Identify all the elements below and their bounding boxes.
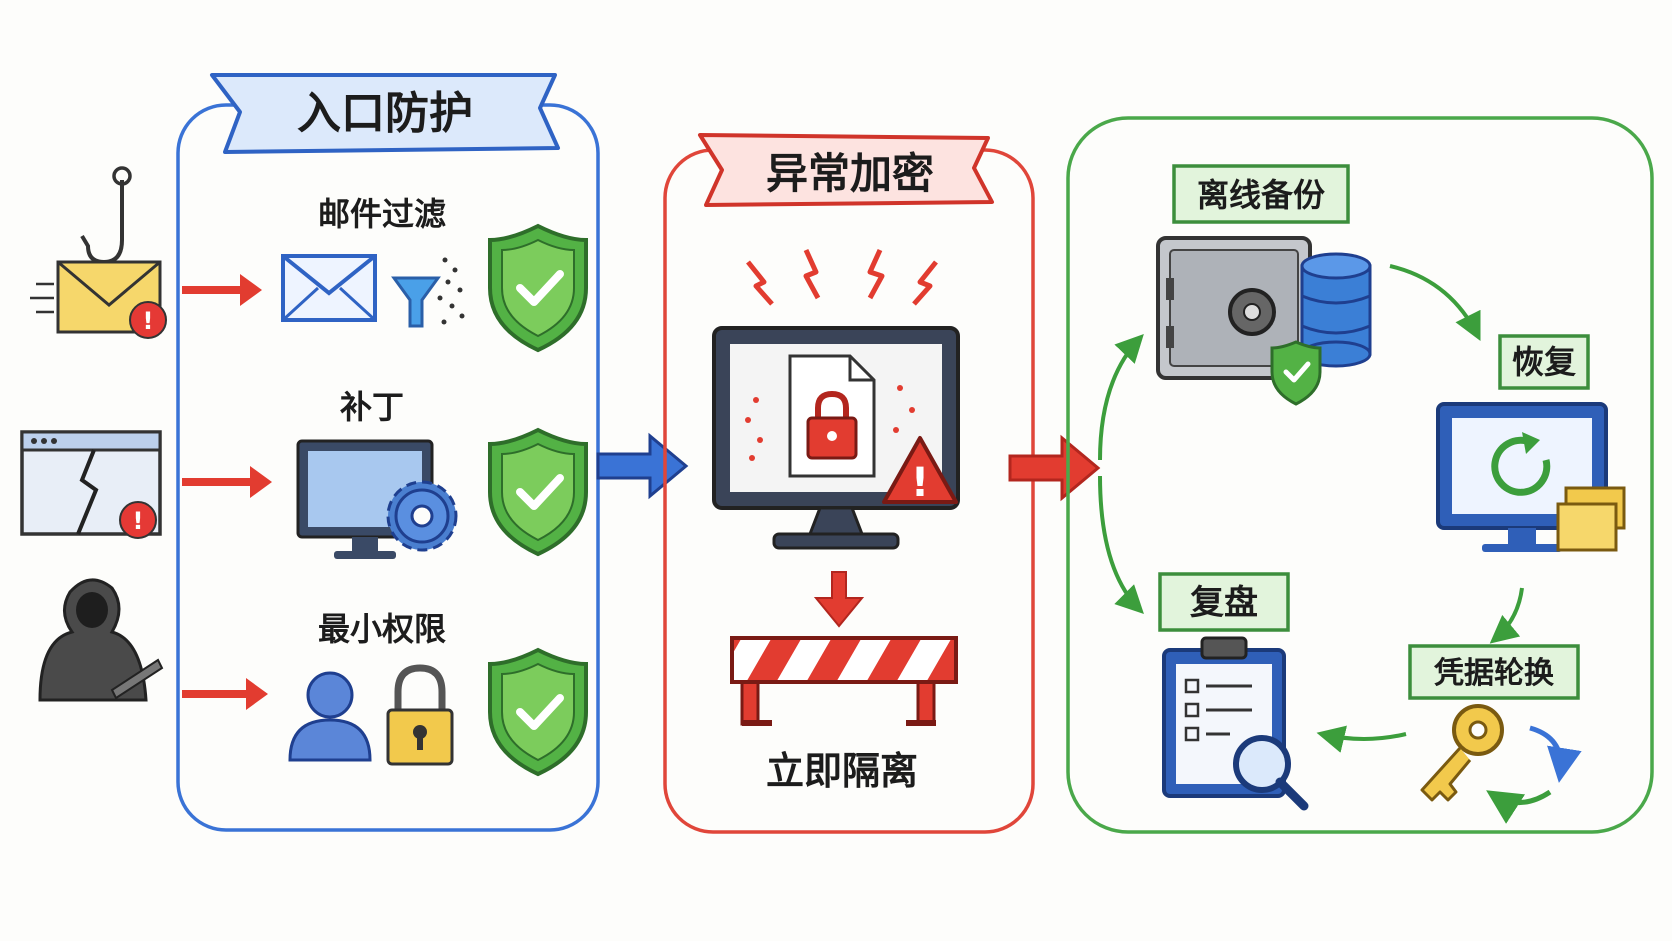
entry-protection-panel: 入口防护 ! 邮件过滤 xyxy=(20,73,600,832)
least-privilege-label: 最小权限 xyxy=(318,610,446,648)
shield-check-icon xyxy=(488,223,588,353)
restore-monitor-icon xyxy=(1436,402,1626,552)
arrow-down-to-barrier xyxy=(813,571,865,628)
entry-title-banner: 入口防护 xyxy=(210,73,560,154)
patch-label: 补丁 xyxy=(340,388,404,426)
anomaly-title-banner: 异常加密 xyxy=(698,133,994,207)
entry-title: 入口防护 xyxy=(297,88,473,139)
broken-browser-icon: ! xyxy=(20,430,162,539)
restore-label: 恢复 xyxy=(1512,343,1576,381)
svg-text:!: ! xyxy=(133,507,144,535)
shield-check-icon xyxy=(488,427,588,557)
review-label: 复盘 xyxy=(1190,583,1258,623)
isolate-label: 立即隔离 xyxy=(766,749,918,793)
user-icon xyxy=(288,671,372,762)
credential-rotation-label: 凭据轮换 xyxy=(1433,656,1555,691)
credential-rotation-tag: 凭据轮换 xyxy=(1408,644,1580,700)
email-filter-label: 邮件过滤 xyxy=(318,195,446,233)
arrow-backup-to-restore xyxy=(1389,264,1481,342)
svg-text:!: ! xyxy=(911,460,929,506)
recovery-panel: 离线备份 xyxy=(1066,116,1654,834)
alert-lightning-icons xyxy=(746,248,938,306)
infected-monitor-icon: ! xyxy=(712,326,960,550)
arrow-restore-to-rotation xyxy=(1489,587,1524,644)
shield-check-icon xyxy=(488,647,588,777)
restore-tag: 恢复 xyxy=(1498,334,1590,390)
arrow-entry-to-anomaly xyxy=(596,432,689,500)
arrow-rotation-to-review xyxy=(1316,725,1407,753)
arrow-email-to-filter xyxy=(182,274,262,306)
anomaly-title: 异常加密 xyxy=(766,149,934,198)
hacker-icon xyxy=(38,578,164,702)
arrow-split-down xyxy=(1098,475,1144,614)
arrow-hacker-to-privilege xyxy=(182,678,268,710)
barrier-icon xyxy=(730,636,958,726)
arrow-anomaly-to-recovery xyxy=(1008,434,1101,502)
arrow-browser-to-patch xyxy=(182,466,272,498)
phishing-email-icon: ! xyxy=(30,166,167,339)
clipboard-review-icon xyxy=(1162,636,1309,811)
offline-backup-tag: 离线备份 xyxy=(1172,164,1350,224)
offline-backup-label: 离线备份 xyxy=(1197,176,1325,214)
key-rotation-icon xyxy=(1420,704,1582,824)
email-icon xyxy=(281,254,377,322)
monitor-gear-icon xyxy=(296,439,458,559)
review-tag: 复盘 xyxy=(1158,572,1290,632)
anomaly-encryption-panel: 异常加密 ! xyxy=(663,133,1035,834)
padlock-icon xyxy=(386,664,454,766)
svg-text:!: ! xyxy=(143,307,154,335)
safe-database-icon xyxy=(1156,236,1372,406)
filter-funnel-icon xyxy=(391,257,465,328)
arrow-split-up xyxy=(1098,333,1144,461)
